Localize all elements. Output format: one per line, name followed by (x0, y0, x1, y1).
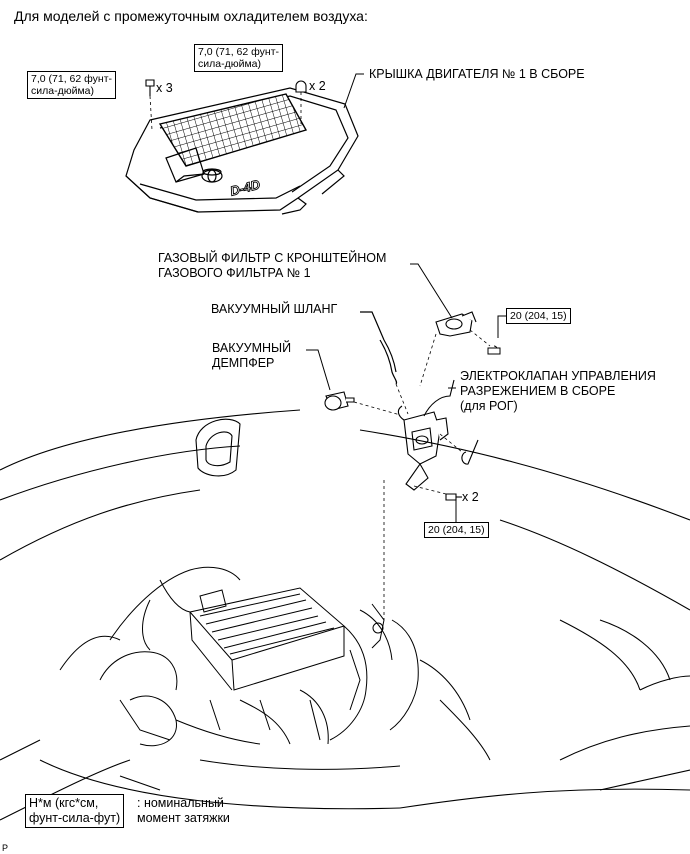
label-vacuum-valve: ЭЛЕКТРОКЛАПАН УПРАВЛЕНИЯ РАЗРЕЖЕНИЕМ В С… (460, 369, 656, 414)
torque-unit: сила-дюйма) (31, 85, 94, 97)
cover-bolts (145, 79, 307, 96)
label-vacuum-damper: ВАКУУМНЫЙ ДЕМПФЕР (212, 341, 291, 371)
legend-desc-line1: : номинальный (137, 796, 224, 810)
torque-box-cover-left: 7,0 (71, 62 фунт- сила-дюйма) (27, 71, 116, 99)
label-engine-cover: КРЫШКА ДВИГАТЕЛЯ № 1 В СБОРЕ (369, 67, 585, 81)
torque-box-gas-filter: 20 (204, 15) (506, 308, 571, 324)
torque-qty-valve: x 2 (462, 490, 479, 504)
legend-box-line1: Н*м (кгс*см, (29, 796, 99, 810)
torque-value: 20 (204, 15) (510, 310, 567, 322)
legend-description: : номинальный момент затяжки (137, 796, 230, 826)
label-valve-line3: (для РОГ) (460, 399, 518, 413)
legend-desc-line2: момент затяжки (137, 811, 230, 825)
label-valve-line2: РАЗРЕЖЕНИЕМ В СБОРЕ (460, 384, 616, 398)
label-gas-filter-line1: ГАЗОВЫЙ ФИЛЬТР С КРОНШТЕЙНОМ (158, 251, 387, 265)
vehicle-outline (0, 409, 690, 821)
label-valve-line1: ЭЛЕКТРОКЛАПАН УПРАВЛЕНИЯ (460, 369, 656, 383)
torque-box-valve: 20 (204, 15) (424, 522, 489, 538)
label-gas-filter: ГАЗОВЫЙ ФИЛЬТР С КРОНШТЕЙНОМ ГАЗОВОГО ФИ… (158, 251, 386, 281)
torque-qty-cover-left: x 3 (156, 81, 173, 95)
engine-bay (59, 566, 491, 770)
vacuum-hose (360, 311, 398, 385)
gas-filter (435, 311, 477, 337)
vacuum-damper (324, 391, 355, 411)
torque-box-cover-top: 7,0 (71, 62 фунт- сила-дюйма) (194, 44, 283, 72)
corner-mark: P (2, 843, 8, 853)
torque-value: 20 (204, 15) (428, 524, 485, 536)
label-vacuum-hose: ВАКУУМНЫЙ ШЛАНГ (211, 302, 338, 316)
torque-value: 7,0 (71, 62 фунт- (31, 73, 112, 85)
torque-value: 7,0 (71, 62 фунт- (198, 46, 279, 58)
torque-qty-cover-top: x 2 (309, 79, 326, 93)
vacuum-switching-valve (397, 379, 479, 491)
legend-box-line2: фунт-сила-фут) (29, 811, 121, 825)
label-damper-line2: ДЕМПФЕР (212, 356, 275, 370)
engine-cover (125, 87, 359, 215)
torque-unit: сила-дюйма) (198, 58, 261, 70)
label-damper-line1: ВАКУУМНЫЙ (212, 341, 292, 355)
diagram-heading: Для моделей с промежуточным охладителем … (14, 8, 368, 24)
label-gas-filter-line2: ГАЗОВОГО ФИЛЬТРА № 1 (158, 266, 311, 280)
legend-box: Н*м (кгс*см, фунт-сила-фут) (25, 794, 125, 828)
